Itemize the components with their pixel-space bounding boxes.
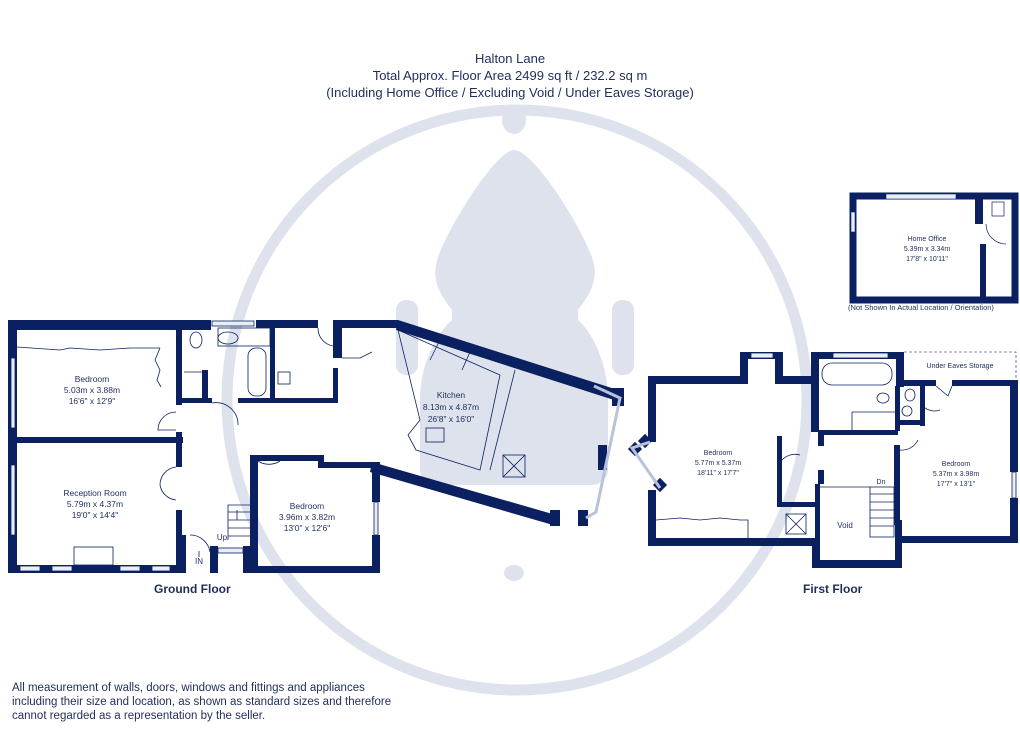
first-floor-label: First Floor bbox=[803, 582, 863, 596]
first-floor-room-labels: Bedroom 5.77m x 5.37m 18'11" x 17'7" Bed… bbox=[695, 363, 994, 530]
room-name: Reception Room bbox=[63, 488, 126, 498]
ground-floor-plan bbox=[8, 320, 624, 573]
room-metric: 5.39m x 3.34m bbox=[904, 246, 950, 253]
room-metric: 3.96m x 3.82m bbox=[279, 512, 335, 522]
room-name: Kitchen bbox=[437, 390, 466, 400]
room-metric: 5.77m x 5.37m bbox=[695, 460, 741, 467]
watermark-logo bbox=[221, 104, 813, 696]
home-office-note: (Not Shown In Actual Location / Orientat… bbox=[848, 303, 994, 312]
room-imperial: 18'11" x 17'7" bbox=[697, 470, 739, 477]
room-name: Bedroom bbox=[942, 461, 971, 468]
room-name: Bedroom bbox=[290, 501, 325, 511]
room-imperial: 26'8" x 16'0" bbox=[428, 414, 475, 424]
property-title: Halton Lane bbox=[474, 51, 546, 66]
entrance-marker: IN bbox=[195, 557, 203, 566]
room-imperial: 16'6" x 12'9" bbox=[69, 396, 116, 406]
room-metric: 5.03m x 3.88m bbox=[64, 385, 120, 395]
room-imperial: 17'7" x 13'1" bbox=[937, 481, 976, 488]
stairs-up-marker: Up bbox=[217, 533, 228, 542]
void-label: Void bbox=[837, 521, 853, 530]
area-note: (Including Home Office / Excluding Void … bbox=[326, 85, 694, 100]
room-name: Home Office bbox=[908, 236, 947, 243]
plan-header: Halton Lane Total Approx. Floor Area 249… bbox=[0, 50, 1020, 101]
first-floor-fixtures bbox=[629, 351, 1017, 538]
disclaimer-text: All measurement of walls, doors, windows… bbox=[12, 682, 392, 722]
room-metric: 5.37m x 3.98m bbox=[933, 471, 979, 478]
under-eaves-label: Under Eaves Storage bbox=[927, 363, 994, 370]
room-imperial: 17'8" x 10'11" bbox=[906, 256, 948, 263]
room-name: Bedroom bbox=[704, 450, 733, 457]
room-imperial: 13'0" x 12'6" bbox=[284, 523, 331, 533]
room-metric: 5.79m x 4.37m bbox=[67, 499, 123, 509]
home-office-labels: Home Office 5.39m x 3.34m 17'8" x 10'11" bbox=[904, 236, 950, 263]
first-floor-plan bbox=[627, 352, 1018, 568]
ground-floor-fixtures bbox=[10, 320, 622, 572]
room-name: Bedroom bbox=[75, 374, 110, 384]
ground-floor-label: Ground Floor bbox=[154, 582, 231, 596]
room-imperial: 19'0" x 14'4" bbox=[72, 510, 119, 520]
stairs-down-marker: Dn bbox=[877, 479, 886, 486]
ground-floor-room-labels: Bedroom 5.03m x 3.88m 16'6" x 12'9" Rece… bbox=[63, 374, 479, 566]
total-area: Total Approx. Floor Area 2499 sq ft / 23… bbox=[372, 68, 648, 83]
room-metric: 8.13m x 4.87m bbox=[423, 402, 479, 412]
home-office-plan bbox=[849, 192, 1019, 304]
